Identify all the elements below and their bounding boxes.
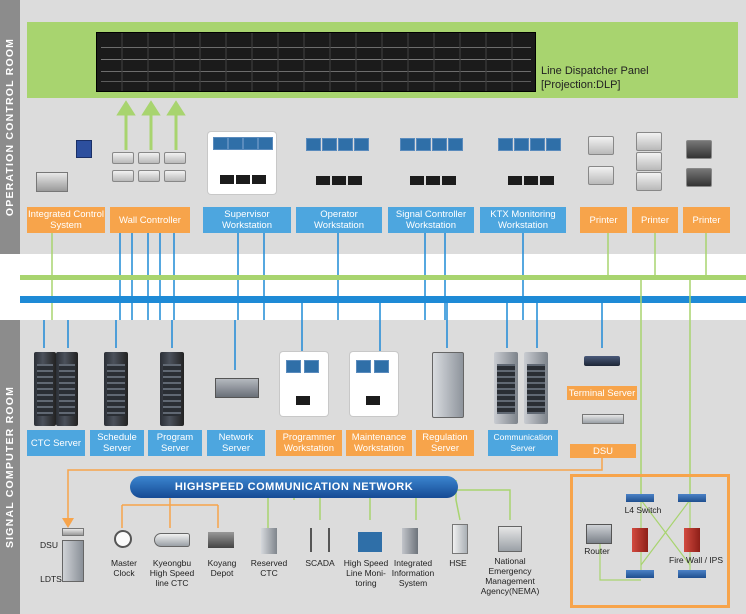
- printer-icons-1: [582, 136, 622, 194]
- l4-switch-2: [678, 494, 706, 502]
- integrated-control-system-tag: Integrated Control System: [27, 207, 105, 233]
- l4-switch-1: [626, 494, 654, 502]
- control-pc-icon: [76, 140, 92, 158]
- firewall-2: [684, 528, 700, 552]
- ldts-device: [62, 540, 84, 582]
- network-server-tag: Network Server: [207, 430, 265, 456]
- dsu-device: [582, 414, 624, 424]
- dsu-bottom-label: DSU: [40, 540, 58, 550]
- supervisor-workstation-tag: Supervisor Workstation: [203, 207, 291, 233]
- clock-icon: [114, 530, 132, 548]
- lower-switch-1: [626, 570, 654, 578]
- maintenance-workstation-tag: Maintenance Workstation: [346, 430, 412, 456]
- program-server-rack: [160, 352, 184, 426]
- l4-switch-label: L4 Switch: [624, 505, 662, 515]
- router-label: Router: [584, 546, 610, 556]
- printer-tag-2: Printer: [632, 207, 678, 233]
- reserved-ctc-icon: [261, 528, 277, 554]
- regulation-server-tag: Regulation Server: [416, 430, 474, 456]
- ctc-server-rack-2: [56, 352, 78, 426]
- hsl-monitoring-label: High Speed Line Moni- toring: [343, 558, 389, 588]
- printer-tag-3: Printer: [683, 207, 730, 233]
- blue-network-bus: [20, 296, 746, 303]
- signal-controller-workstation-tag: Signal Controller Workstation: [388, 207, 474, 233]
- supervisor-workstation-icon: [208, 132, 276, 194]
- ldts-label: LDTS: [40, 574, 62, 584]
- router-icon: [586, 524, 612, 544]
- firewall-label: Fire Wall / IPS: [669, 555, 723, 565]
- ktx-monitoring-workstation-tag: KTX Monitoring Workstation: [480, 207, 566, 233]
- panel-label: Line Dispatcher Panel [Projection:DLP]: [541, 65, 649, 91]
- highspeed-network-bar: HIGHSPEED COMMUNICATION NETWORK: [130, 476, 458, 498]
- wall-controller-tag: Wall Controller: [110, 207, 190, 233]
- depot-icon: [208, 532, 234, 548]
- programmer-workstation-tag: Programmer Workstation: [276, 430, 342, 456]
- maintenance-workstation-icon: [350, 352, 398, 416]
- operation-room-label: OPERATION CONTROL ROOM: [0, 0, 20, 254]
- wall-controller-units: [112, 152, 190, 192]
- hse-icon: [452, 524, 468, 554]
- hse-label: HSE: [449, 558, 467, 568]
- printer-tag-1: Printer: [580, 207, 627, 233]
- operator-workstation-tag: Operator Workstation: [296, 207, 382, 233]
- printer-icons-2: [630, 132, 670, 192]
- schedule-server-rack: [104, 352, 128, 426]
- nema-icon: [498, 526, 522, 552]
- ctc-server-rack-1: [34, 352, 56, 426]
- scada-label: SCADA: [305, 558, 335, 568]
- integrated-info-label: Integrated Information System: [391, 558, 435, 588]
- security-zone-frame: [570, 474, 730, 608]
- nema-label: National Emergency Management Agency(NEM…: [480, 556, 540, 596]
- train-icon: [154, 533, 190, 547]
- dsu-tag: DSU: [570, 444, 636, 458]
- iis-icon: [402, 528, 418, 554]
- printer-icons-3: [680, 140, 720, 194]
- koyang-depot-label: Koyang Depot: [207, 558, 237, 578]
- green-network-bus: [20, 275, 746, 280]
- master-clock-label: Master Clock: [111, 558, 137, 578]
- lower-switch-2: [678, 570, 706, 578]
- programmer-workstation-icon: [280, 352, 328, 416]
- scada-icon: [310, 528, 330, 552]
- communication-server-tag: Communication Server: [488, 430, 558, 456]
- communication-server-rack-2: [524, 352, 548, 424]
- reserved-ctc-label: Reserved CTC: [250, 558, 288, 578]
- terminal-server-tag: Terminal Server: [567, 386, 637, 400]
- kyeongbu-label: Kyeongbu High Speed line CTC: [149, 558, 195, 588]
- firewall-1: [632, 528, 648, 552]
- dsu-bottom-icon: [62, 528, 84, 536]
- signal-controller-workstation-icon: [400, 138, 464, 192]
- hsl-monitor-icon: [356, 530, 384, 554]
- terminal-server-device: [584, 356, 620, 366]
- signal-room-label: SIGNAL COMPUTER ROOM: [0, 320, 20, 614]
- communication-server-rack-1: [494, 352, 518, 424]
- ctc-server-tag: CTC Server: [27, 430, 85, 456]
- schedule-server-tag: Schedule Server: [90, 430, 144, 456]
- regulation-server-box: [432, 352, 464, 418]
- network-server-box: [215, 378, 259, 398]
- program-server-tag: Program Server: [148, 430, 202, 456]
- ktx-workstation-icon: [498, 138, 562, 192]
- operator-workstation-icon: [306, 138, 369, 192]
- integrated-control-unit: [36, 172, 68, 192]
- dispatcher-display: [96, 32, 536, 92]
